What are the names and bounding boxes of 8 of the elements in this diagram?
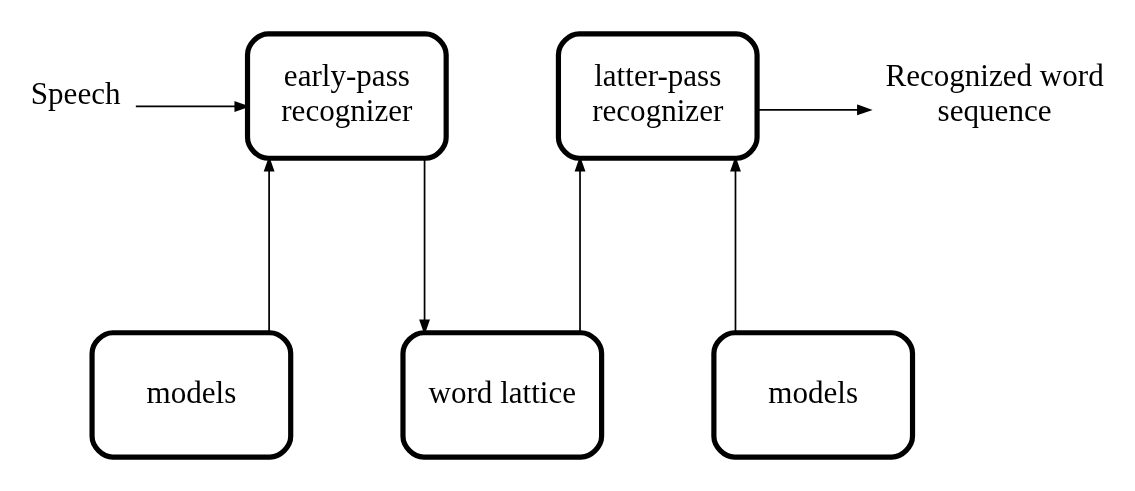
- node-box: word lattice: [400, 330, 605, 460]
- node-box: latter-pass recognizer: [555, 31, 760, 161]
- node-box: models: [89, 330, 294, 460]
- node-text: Recognized word sequence: [885, 58, 1104, 128]
- arrow: [756, 104, 873, 116]
- node-box: models: [711, 330, 916, 460]
- node-text: Speech: [30, 75, 121, 111]
- node-box: early-pass recognizer: [244, 31, 449, 161]
